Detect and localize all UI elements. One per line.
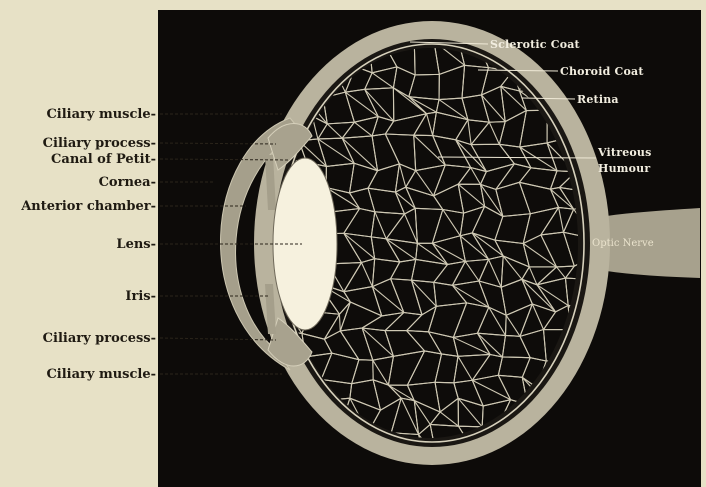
label-lens: Lens-	[116, 237, 156, 252]
label-ciliary-process-bottom: Ciliary process-	[43, 331, 156, 346]
label-anterior-chamber: Anterior chamber-	[20, 199, 156, 214]
label-vitreous-line2: Humour	[598, 162, 650, 175]
label-iris: Iris-	[125, 289, 156, 304]
label-ciliary-muscle-top: Ciliary muscle-	[46, 107, 156, 122]
label-retina: Retina	[577, 93, 619, 106]
optic-nerve-label: Optic Nerve	[592, 238, 654, 249]
label-sclerotic-coat: Sclerotic Coat	[490, 38, 581, 51]
label-canal-of-petit: Canal of Petit-	[51, 152, 156, 167]
label-ciliary-muscle-bottom: Ciliary muscle-	[46, 367, 156, 382]
label-choroid-coat: Choroid Coat	[560, 65, 644, 78]
label-cornea: Cornea-	[99, 175, 156, 190]
label-ciliary-process-top: Ciliary process-	[43, 136, 156, 151]
label-vitreous-line1: Vitreous	[597, 146, 652, 159]
